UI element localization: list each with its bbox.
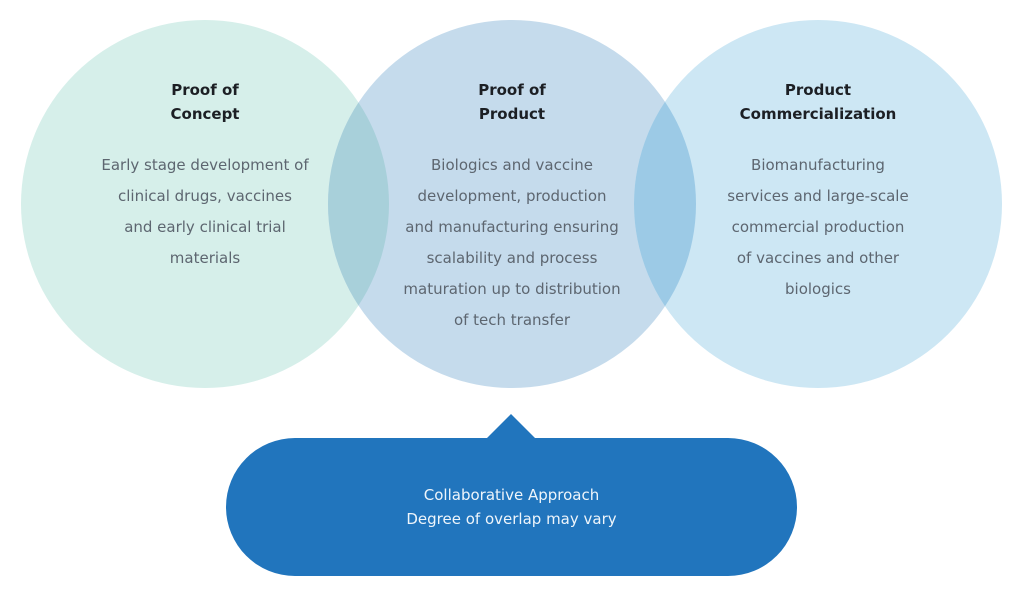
callout-text: Collaborative Approach Degree of overlap…: [226, 438, 797, 576]
proof-of-concept-circle: [21, 20, 389, 388]
callout-line-1: Collaborative Approach: [423, 486, 600, 504]
proof-of-concept-description: Early stage development of clinical drug…: [101, 156, 309, 267]
product-commercialization-section: Product Commercialization Biomanufacturi…: [693, 78, 943, 305]
product-commercialization-description: Biomanufacturing services and large-scal…: [727, 156, 909, 298]
proof-of-product-circle: [328, 20, 696, 388]
proof-of-concept-section: Proof of Concept Early stage development…: [80, 78, 330, 274]
proof-of-product-section: Proof of Product Biologics and vaccine d…: [387, 78, 637, 336]
product-commercialization-title: Product Commercialization: [739, 81, 897, 123]
callout-bubble: [226, 414, 797, 576]
proof-of-concept-title: Proof of Concept: [170, 81, 240, 123]
proof-of-product-title: Proof of Product: [478, 81, 546, 123]
callout-line-2: Degree of overlap may vary: [406, 510, 617, 528]
product-commercialization-circle: [634, 20, 1002, 388]
proof-of-product-description: Biologics and vaccine development, produ…: [403, 156, 621, 329]
